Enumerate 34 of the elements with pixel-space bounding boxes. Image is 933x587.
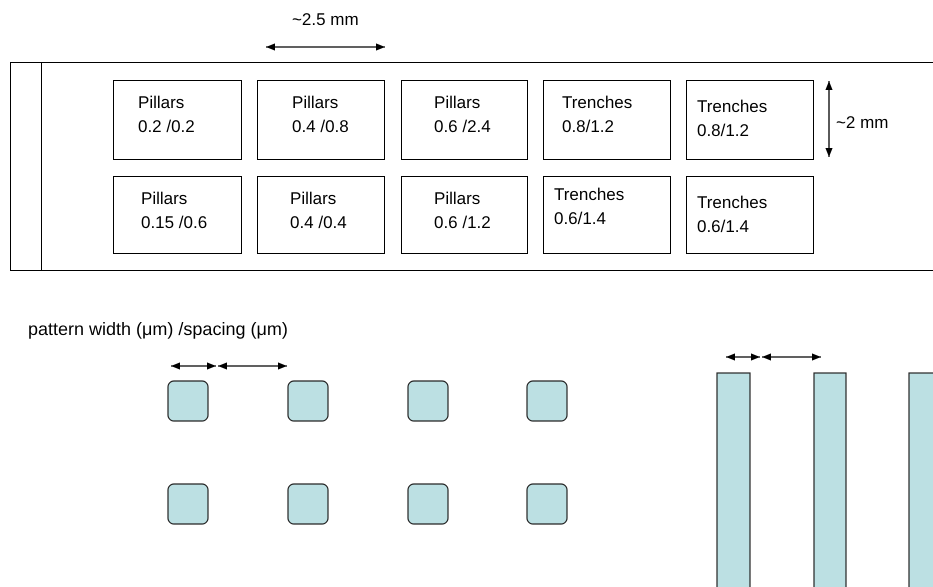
width-spacing-value: 0.4 /0.4 bbox=[290, 213, 347, 233]
pattern-field-box bbox=[686, 80, 814, 160]
width-spacing-value: 0.8/1.2 bbox=[562, 117, 614, 137]
pattern-field-box bbox=[113, 176, 242, 254]
dimension-label: ~2.5 mm bbox=[292, 10, 359, 30]
pattern-type-label: Trenches bbox=[554, 185, 624, 205]
pattern-type-label: Pillars bbox=[292, 93, 338, 113]
width-spacing-value: 0.6 /1.2 bbox=[434, 213, 491, 233]
width-spacing-value: 0.6 /2.4 bbox=[434, 117, 491, 137]
pattern-field-box bbox=[113, 80, 242, 160]
pattern-type-label: Pillars bbox=[141, 189, 188, 209]
pattern-field-box bbox=[401, 176, 528, 254]
pattern-field-box bbox=[257, 176, 385, 254]
width-spacing-value: 0.2 /0.2 bbox=[138, 117, 195, 137]
pattern-field-box bbox=[401, 80, 528, 160]
width-spacing-value: 0.8/1.2 bbox=[697, 121, 749, 141]
pattern-type-label: Pillars bbox=[138, 93, 184, 113]
width-spacing-value: 0.15 /0.6 bbox=[141, 213, 208, 233]
pattern-type-label: Trenches bbox=[697, 97, 768, 117]
pattern-field-box bbox=[257, 80, 385, 160]
pattern-field-box bbox=[543, 80, 671, 160]
pattern-type-label: Pillars bbox=[290, 189, 336, 209]
legend-note: pattern width (μm) /spacing (μm) bbox=[28, 319, 288, 340]
pattern-type-label: Trenches bbox=[562, 93, 632, 113]
width-spacing-value: 0.6/1.4 bbox=[697, 217, 749, 237]
pattern-type-label: Trenches bbox=[697, 193, 768, 213]
pattern-field-box bbox=[686, 176, 814, 254]
dimension-label: ~2 mm bbox=[836, 113, 888, 133]
pattern-type-label: Pillars bbox=[434, 93, 480, 113]
sample-strip bbox=[10, 62, 933, 271]
pattern-field-box bbox=[543, 176, 671, 254]
pattern-type-label: Pillars bbox=[434, 189, 480, 209]
width-spacing-value: 0.6/1.4 bbox=[554, 209, 606, 229]
width-spacing-value: 0.4 /0.8 bbox=[292, 117, 349, 137]
